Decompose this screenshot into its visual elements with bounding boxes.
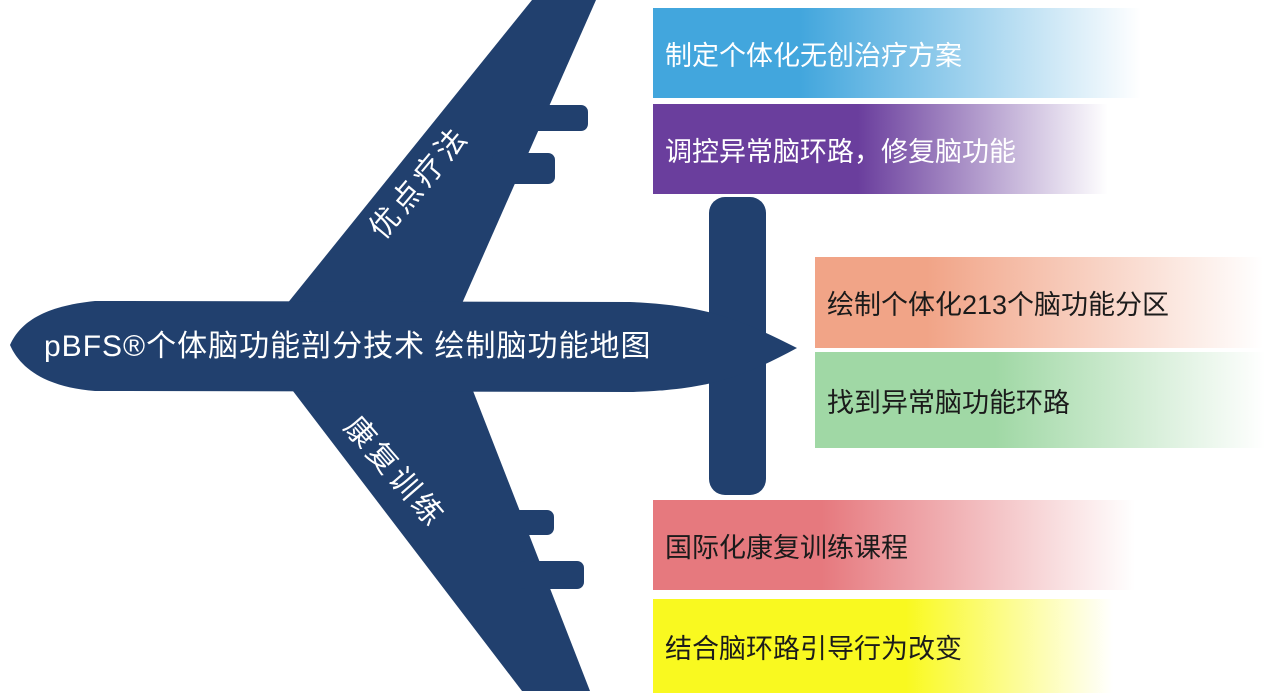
airplane-engine-pod: [492, 153, 555, 184]
airplane-engine-pod: [518, 561, 584, 589]
airplane-top-wing: [278, 0, 596, 315]
bar-treatment-plan: 制定个体化无创治疗方案: [653, 8, 1141, 98]
airplane-fuselage: [10, 301, 797, 392]
airplane-engine-pod: [528, 105, 588, 131]
bar-rehab-course: 国际化康复训练课程: [653, 500, 1135, 590]
bar-label: 国际化康复训练课程: [665, 532, 908, 563]
bar-abnormal-circuit: 找到异常脑功能环路: [815, 352, 1265, 448]
bar-circuit-regulation: 调控异常脑环路，修复脑功能: [653, 104, 1108, 194]
bar-label: 结合脑环路引导行为改变: [665, 633, 962, 664]
bar-label: 绘制个体化213个脑功能分区: [827, 290, 1170, 320]
airplane-bottom-wing: [283, 378, 590, 691]
bar-behavior-change: 结合脑环路引导行为改变: [653, 599, 1113, 693]
fuselage-label: pBFS®个体脑功能剖分技术 绘制脑功能地图: [44, 330, 652, 363]
bar-label: 调控异常脑环路，修复脑功能: [665, 136, 1016, 167]
airplane-engine-pod: [495, 510, 554, 535]
bar-label: 制定个体化无创治疗方案: [665, 40, 962, 71]
bar-brain-parcellation: 绘制个体化213个脑功能分区: [815, 257, 1263, 348]
bar-label: 找到异常脑功能环路: [827, 387, 1070, 418]
